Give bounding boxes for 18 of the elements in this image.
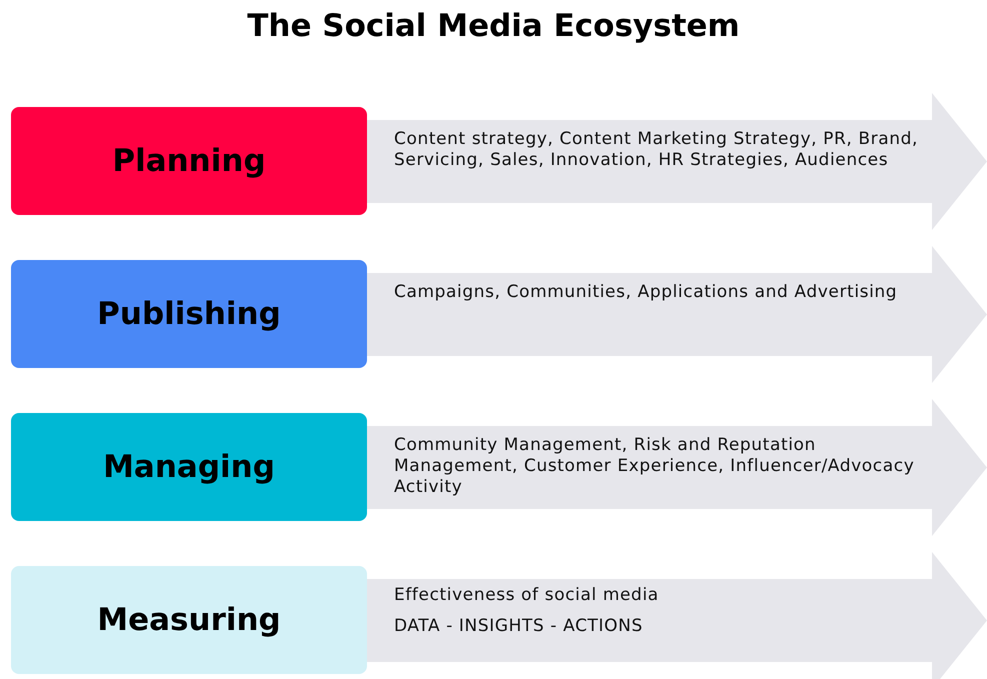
stage-label: Measuring [97, 602, 281, 638]
description-text: Content strategy, Content Marketing Strategy, PR, Brand, Servicing, Sales, Innovation, HR Strategies, Audiences [394, 129, 920, 171]
arrow-band [367, 246, 987, 383]
arrow-band [367, 552, 987, 679]
arrow-band [367, 399, 987, 536]
stage-label: Planning [112, 143, 266, 179]
description-text: Community Management, Risk and Reputation Management, Customer Experience, Influencer/Advocacy Activity [394, 435, 916, 498]
stage-box [11, 566, 367, 674]
arrow-band [367, 93, 987, 230]
description-text: Campaigns, Communities, Applications and Advertising [394, 282, 898, 303]
stage-label: Publishing [97, 296, 281, 332]
stage-label: Managing [103, 449, 275, 485]
description-text: DATA - INSIGHTS - ACTIONS [394, 616, 644, 637]
stage-box [11, 107, 367, 215]
stage-box [11, 260, 367, 368]
stage-box [11, 413, 367, 521]
diagram-title: The Social Media Ecosystem [246, 8, 741, 44]
description-text: Effectiveness of social media [394, 585, 660, 606]
